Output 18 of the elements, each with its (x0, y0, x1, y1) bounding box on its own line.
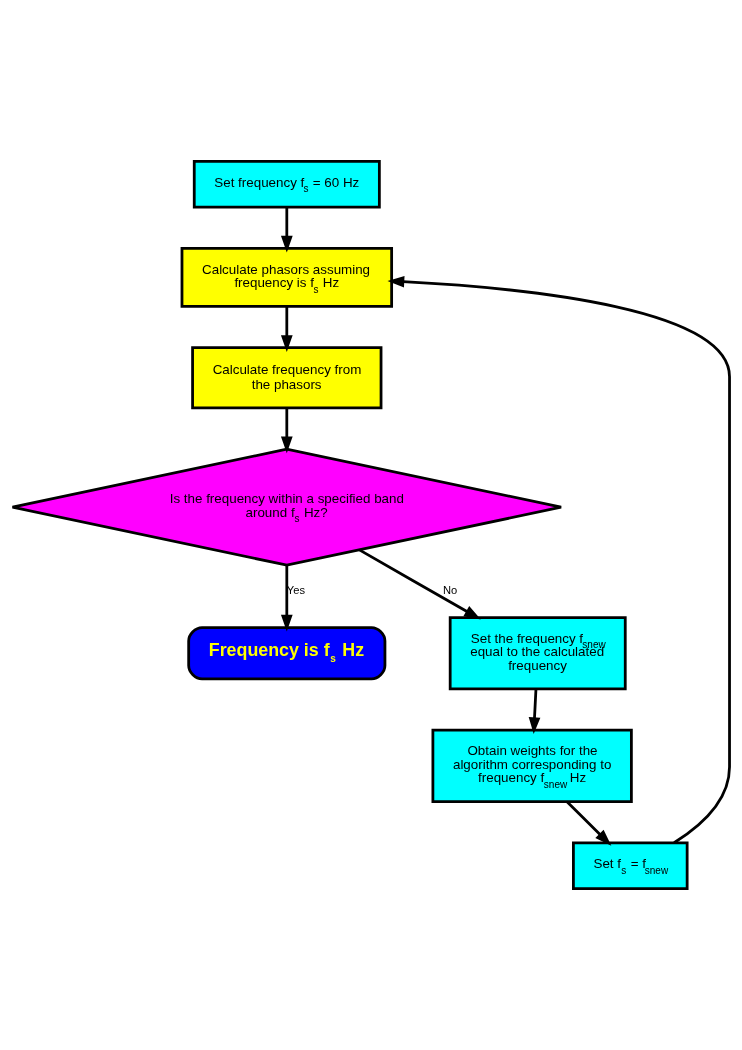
node-diamond: Is the frequency within a specified band around f$_{s}$ Hz? (11, 447, 563, 567)
edge-label: No (442, 584, 458, 597)
node-box: Obtain weights for the algorithm corresponding to frequency f$_{snew}$ Hz (431, 728, 633, 803)
arrow (280, 408, 293, 454)
node-box: Set the frequency f$_{snew}$ equal to the calculated frequency (448, 616, 627, 691)
node-box: Frequency is f$_{s}$ Hz (187, 626, 387, 681)
node-box: Calculate frequency from the phasors (191, 346, 383, 410)
node-box: Calculate phasors assuming frequency is f$_{s}$ Hz (180, 247, 394, 308)
arrow (566, 800, 612, 846)
arrow (387, 275, 731, 844)
arrow (528, 688, 541, 735)
arrow (280, 565, 293, 632)
node-box: Set frequency f$_{s}$ = 60 Hz (192, 160, 381, 209)
node-box: Set f$_{s}$ = f$_{snew}$ (572, 841, 689, 890)
edge-label: Yes (286, 584, 305, 597)
arrow (280, 207, 293, 253)
arrow (358, 548, 481, 620)
arrow (280, 306, 293, 352)
